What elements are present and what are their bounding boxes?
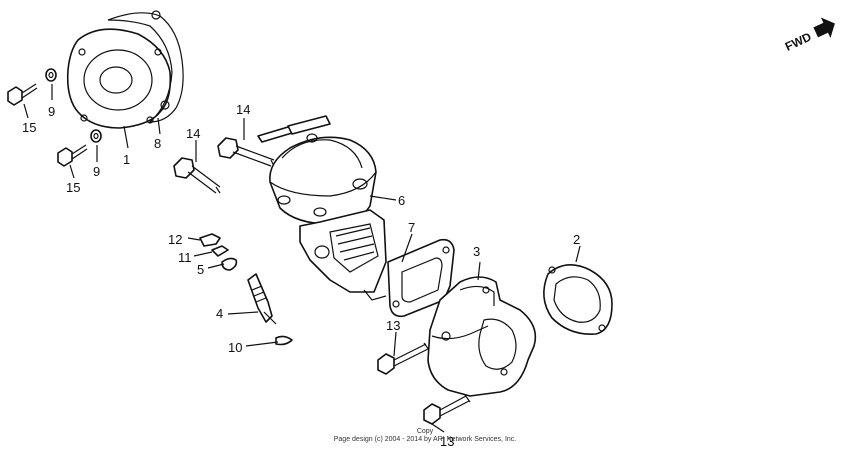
callout-5: 5 bbox=[197, 262, 204, 277]
forward-direction-indicator: FWD bbox=[783, 17, 835, 54]
part-9-washer-bottom[interactable] bbox=[90, 129, 102, 143]
callout-6: 6 bbox=[398, 193, 405, 208]
footer-line-2: Page design (c) 2004 - 2014 by ARI Netwo… bbox=[333, 436, 517, 443]
callout-14-lower: 14 bbox=[186, 126, 200, 141]
callout-1: 1 bbox=[123, 152, 130, 167]
part-14-bolt-lower[interactable] bbox=[173, 157, 221, 194]
part-14-bolt-upper[interactable] bbox=[217, 137, 275, 167]
callout-8: 8 bbox=[154, 136, 161, 151]
callout-12: 12 bbox=[168, 232, 182, 247]
part-5-seal[interactable] bbox=[221, 257, 238, 271]
part-13-bolt-lower[interactable] bbox=[423, 394, 471, 425]
part-13-bolt-middle[interactable] bbox=[377, 342, 430, 375]
callout-10: 10 bbox=[228, 340, 242, 355]
part-12-clip[interactable] bbox=[199, 233, 221, 247]
callouts: 1 2 3 4 5 6 7 8 9 9 10 11 12 13 13 14 14… bbox=[22, 102, 580, 449]
callout-13-lower: 13 bbox=[440, 434, 454, 449]
part-2-gasket[interactable] bbox=[543, 264, 613, 335]
callout-9-bottom: 9 bbox=[93, 164, 100, 179]
part-1-cover[interactable] bbox=[66, 28, 172, 129]
part-3-housing[interactable] bbox=[427, 276, 537, 397]
callout-14-upper: 14 bbox=[236, 102, 250, 117]
copyright-footer: Copy Page design (c) 2004 - 2014 by ARI … bbox=[0, 428, 850, 444]
part-11-washer[interactable] bbox=[211, 245, 229, 257]
part-10-clip[interactable] bbox=[275, 335, 293, 346]
callout-7: 7 bbox=[408, 220, 415, 235]
fwd-label: FWD bbox=[783, 29, 814, 53]
callout-15-bottom: 15 bbox=[66, 180, 80, 195]
callout-3: 3 bbox=[473, 244, 480, 259]
fwd-arrow-icon bbox=[813, 17, 835, 39]
part-6-pump-assembly[interactable] bbox=[257, 115, 387, 301]
part-15-bolt-bottom[interactable] bbox=[57, 144, 88, 167]
part-15-bolt-top[interactable] bbox=[7, 83, 38, 106]
callout-11: 11 bbox=[178, 250, 192, 265]
callout-4: 4 bbox=[216, 306, 223, 321]
part-8-gasket[interactable] bbox=[107, 10, 184, 123]
callout-15-top: 15 bbox=[22, 120, 36, 135]
part-4-gear-shaft[interactable] bbox=[247, 273, 277, 325]
part-9-washer-top[interactable] bbox=[45, 68, 57, 82]
leader-lines bbox=[23, 84, 581, 433]
callout-13-middle: 13 bbox=[386, 318, 400, 333]
footer-line-1: Copy bbox=[416, 428, 434, 435]
callout-9-top: 9 bbox=[48, 104, 55, 119]
callout-2: 2 bbox=[573, 232, 580, 247]
